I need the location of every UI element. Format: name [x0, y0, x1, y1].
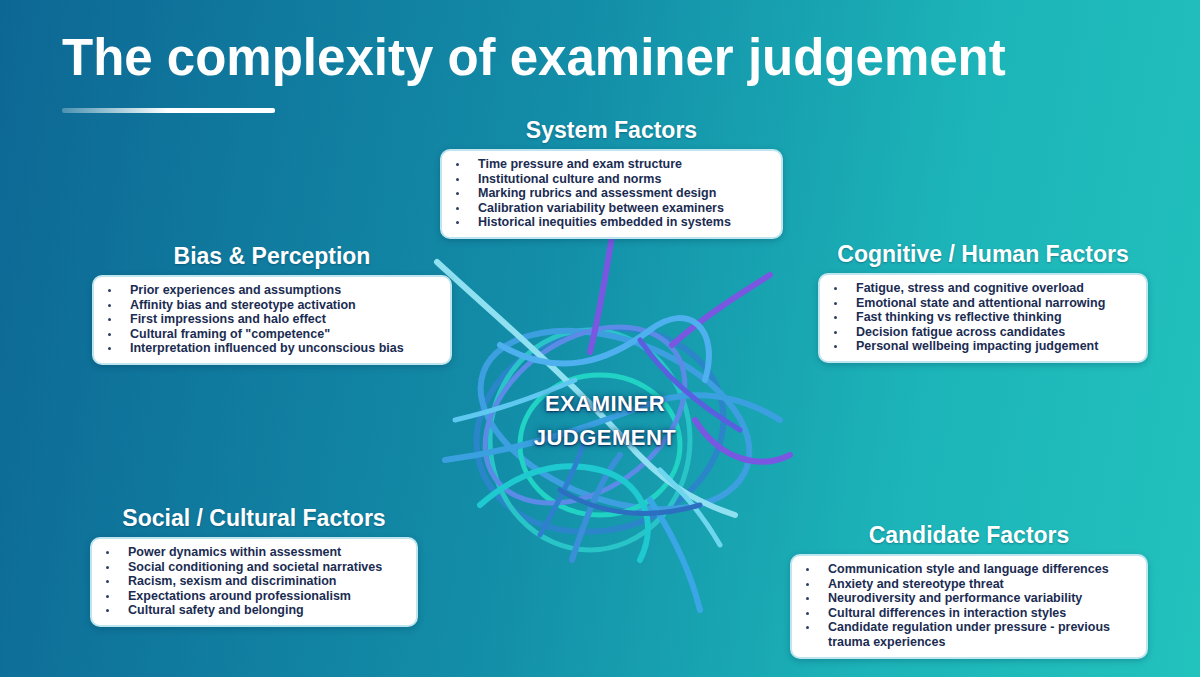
bullet-dot	[834, 331, 837, 334]
bullet-dot	[456, 163, 459, 166]
bullet-dot	[806, 612, 809, 615]
bullet-text: Fatigue, stress and cognitive overload	[856, 281, 1136, 296]
bullet-text: Affinity bias and stereotype activation	[130, 298, 440, 313]
bullet-item: Marking rubrics and assessment design	[478, 186, 771, 201]
bullet-item: Power dynamics within assessment	[128, 545, 406, 560]
bullet-dot	[108, 304, 111, 307]
bullet-item: Institutional culture and norms	[478, 172, 771, 187]
bullet-item: Personal wellbeing impacting judgement	[856, 339, 1136, 354]
bullet-item: Prior experiences and assumptions	[130, 283, 440, 298]
bullet-dot	[456, 207, 459, 210]
bullet-dot	[106, 551, 109, 554]
tangle	[437, 236, 790, 610]
bullet-text: Anxiety and stereotype threat	[828, 577, 1136, 592]
bullet-item: Affinity bias and stereotype activation	[130, 298, 440, 313]
bullet-box: Fatigue, stress and cognitive overloadEm…	[818, 273, 1148, 363]
bullet-dot	[834, 345, 837, 348]
center-label: EXAMINER JUDGEMENT	[500, 387, 710, 455]
bullet-text: Racism, sexism and discrimination	[128, 574, 406, 589]
category-group: Bias & PerceptionPrior experiences and a…	[92, 238, 452, 365]
bullet-dot	[806, 597, 809, 600]
category-heading: Candidate Factors	[790, 517, 1148, 554]
bullet-item: Communication style and language differe…	[828, 562, 1136, 577]
bullet-item: Time pressure and exam structure	[478, 157, 771, 172]
bullet-text: Time pressure and exam structure	[478, 157, 771, 172]
bullet-text: Emotional state and attentional narrowin…	[856, 296, 1136, 311]
bullet-text: Prior experiences and assumptions	[130, 283, 440, 298]
bullet-dot	[806, 568, 809, 571]
bullet-text: Expectations around professionalism	[128, 589, 406, 604]
bullet-text: Power dynamics within assessment	[128, 545, 406, 560]
bullet-item: Cultural safety and belonging	[128, 603, 406, 618]
bullet-text: Fast thinking vs reflective thinking	[856, 310, 1136, 325]
bullet-item: Racism, sexism and discrimination	[128, 574, 406, 589]
bullet-dot	[806, 626, 809, 629]
bullet-box: Prior experiences and assumptionsAffinit…	[92, 275, 452, 365]
bullet-box: Communication style and language differe…	[790, 554, 1148, 659]
bullet-dot	[108, 289, 111, 292]
bullet-text: Candidate regulation under pressure - pr…	[828, 620, 1136, 649]
bullet-dot	[806, 583, 809, 586]
bullet-item: Social conditioning and societal narrati…	[128, 560, 406, 575]
bullet-dot	[108, 347, 111, 350]
bullet-text: Interpretation influenced by unconscious…	[130, 341, 440, 356]
bullet-dot	[106, 580, 109, 583]
bullet-text: Institutional culture and norms	[478, 172, 771, 187]
bullet-item: Anxiety and stereotype threat	[828, 577, 1136, 592]
bullet-item: Decision fatigue across candidates	[856, 325, 1136, 340]
bullet-dot	[108, 333, 111, 336]
bullet-item: Candidate regulation under pressure - pr…	[828, 620, 1136, 649]
bullet-item: Neurodiversity and performance variabili…	[828, 591, 1136, 606]
category-heading: Social / Cultural Factors	[90, 500, 418, 537]
bullet-item: Emotional state and attentional narrowin…	[856, 296, 1136, 311]
bullet-item: Cultural framing of "competence"	[130, 327, 440, 342]
bullet-dot	[456, 178, 459, 181]
bullet-text: Social conditioning and societal narrati…	[128, 560, 406, 575]
title-underline	[62, 108, 275, 113]
bullet-item: Historical inequities embedded in system…	[478, 215, 771, 230]
bullet-item: Fatigue, stress and cognitive overload	[856, 281, 1136, 296]
bullet-dot	[108, 318, 111, 321]
bullet-item: Interpretation influenced by unconscious…	[130, 341, 440, 356]
bullet-text: Personal wellbeing impacting judgement	[856, 339, 1136, 354]
bullet-text: Communication style and language differe…	[828, 562, 1136, 577]
category-heading: Cognitive / Human Factors	[818, 236, 1148, 273]
category-group: Social / Cultural FactorsPower dynamics …	[90, 500, 418, 627]
bullet-box: Time pressure and exam structureInstitut…	[440, 149, 783, 239]
bullet-box: Power dynamics within assessmentSocial c…	[90, 537, 418, 627]
bullet-dot	[106, 595, 109, 598]
bullet-dot	[106, 609, 109, 612]
page-title: The complexity of examiner judgement	[62, 26, 1162, 90]
bullet-dot	[456, 221, 459, 224]
bullet-text: Historical inequities embedded in system…	[478, 215, 771, 230]
bullet-text: Cultural safety and belonging	[128, 603, 406, 618]
category-group: Cognitive / Human FactorsFatigue, stress…	[818, 236, 1148, 363]
bullet-item: Calibration variability between examiner…	[478, 201, 771, 216]
bullet-dot	[834, 316, 837, 319]
bullet-text: Cultural differences in interaction styl…	[828, 606, 1136, 621]
bullet-item: Cultural differences in interaction styl…	[828, 606, 1136, 621]
category-group: Candidate FactorsCommunication style and…	[790, 517, 1148, 659]
bullet-text: Calibration variability between examiner…	[478, 201, 771, 216]
bullet-item: First impressions and halo effect	[130, 312, 440, 327]
bullet-dot	[106, 566, 109, 569]
category-heading: System Factors	[440, 112, 783, 149]
bullet-item: Expectations around professionalism	[128, 589, 406, 604]
bullet-dot	[456, 192, 459, 195]
bullet-text: Marking rubrics and assessment design	[478, 186, 771, 201]
category-heading: Bias & Perception	[92, 238, 452, 275]
bullet-text: First impressions and halo effect	[130, 312, 440, 327]
bullet-dot	[834, 302, 837, 305]
bullet-item: Fast thinking vs reflective thinking	[856, 310, 1136, 325]
bullet-dot	[834, 287, 837, 290]
bullet-text: Neurodiversity and performance variabili…	[828, 591, 1136, 606]
category-group: System FactorsTime pressure and exam str…	[440, 112, 783, 239]
bullet-text: Decision fatigue across candidates	[856, 325, 1136, 340]
bullet-text: Cultural framing of "competence"	[130, 327, 440, 342]
